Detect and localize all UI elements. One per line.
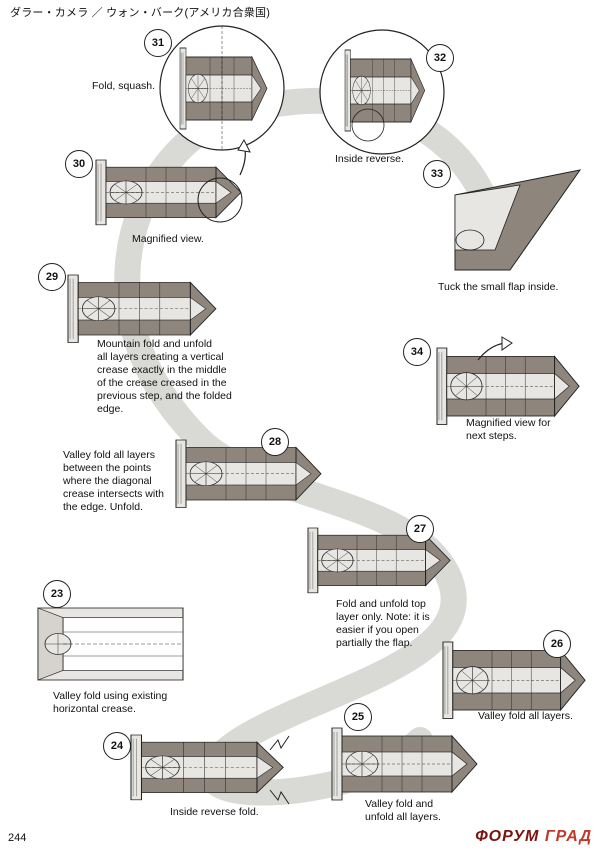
step-number: 24 — [103, 732, 131, 760]
step-34-illustration — [436, 336, 580, 425]
watermark-word2: ГРАД — [544, 828, 592, 845]
step-33-illustration — [454, 169, 582, 271]
step-number: 30 — [65, 150, 93, 178]
watermark-word1: ФОРУМ — [475, 828, 540, 845]
step-32-illustration — [319, 29, 445, 155]
step-23-illustration — [37, 607, 184, 681]
step-number: 34 — [403, 338, 431, 366]
step-caption: Valley fold all layers. — [478, 710, 573, 722]
step-29-illustration — [67, 274, 217, 344]
step-caption: Valley fold all layers between the point… — [63, 449, 164, 513]
step-caption: Inside reverse. — [335, 153, 404, 165]
step-caption: Magnified view. — [132, 233, 204, 245]
step-number: 25 — [344, 703, 372, 731]
watermark: ФОРУМ ГРАД — [475, 828, 592, 846]
page-number: 244 — [8, 832, 27, 844]
step-31-illustration — [159, 25, 285, 151]
step-25-illustration — [331, 727, 478, 801]
step-caption: Inside reverse fold. — [170, 806, 259, 818]
step-caption: Fold and unfold top layer only. Note: it… — [336, 598, 430, 649]
step-number: 27 — [406, 515, 434, 543]
step-caption: Magnified view for next steps. — [466, 417, 551, 442]
step-number: 29 — [38, 263, 66, 291]
step-number: 23 — [43, 580, 71, 608]
step-number: 33 — [423, 160, 451, 188]
step-caption: Mountain fold and unfold all layers crea… — [97, 338, 232, 415]
step-24-illustration — [130, 734, 290, 805]
step-number: 28 — [261, 428, 289, 456]
step-number: 26 — [543, 630, 571, 658]
step-number: 31 — [144, 29, 172, 57]
step-caption: Tuck the small flap inside. — [438, 281, 559, 293]
step-number: 32 — [426, 44, 454, 72]
page-header: ダラー・カメラ ／ ウォン・バーク(アメリカ合衆国) — [10, 7, 271, 19]
step-caption: Valley fold using existing horizontal cr… — [53, 690, 168, 715]
step-30-illustration — [95, 138, 251, 226]
step-caption: Valley fold and unfold all layers. — [365, 798, 441, 823]
step-caption: Fold, squash. — [92, 80, 156, 92]
